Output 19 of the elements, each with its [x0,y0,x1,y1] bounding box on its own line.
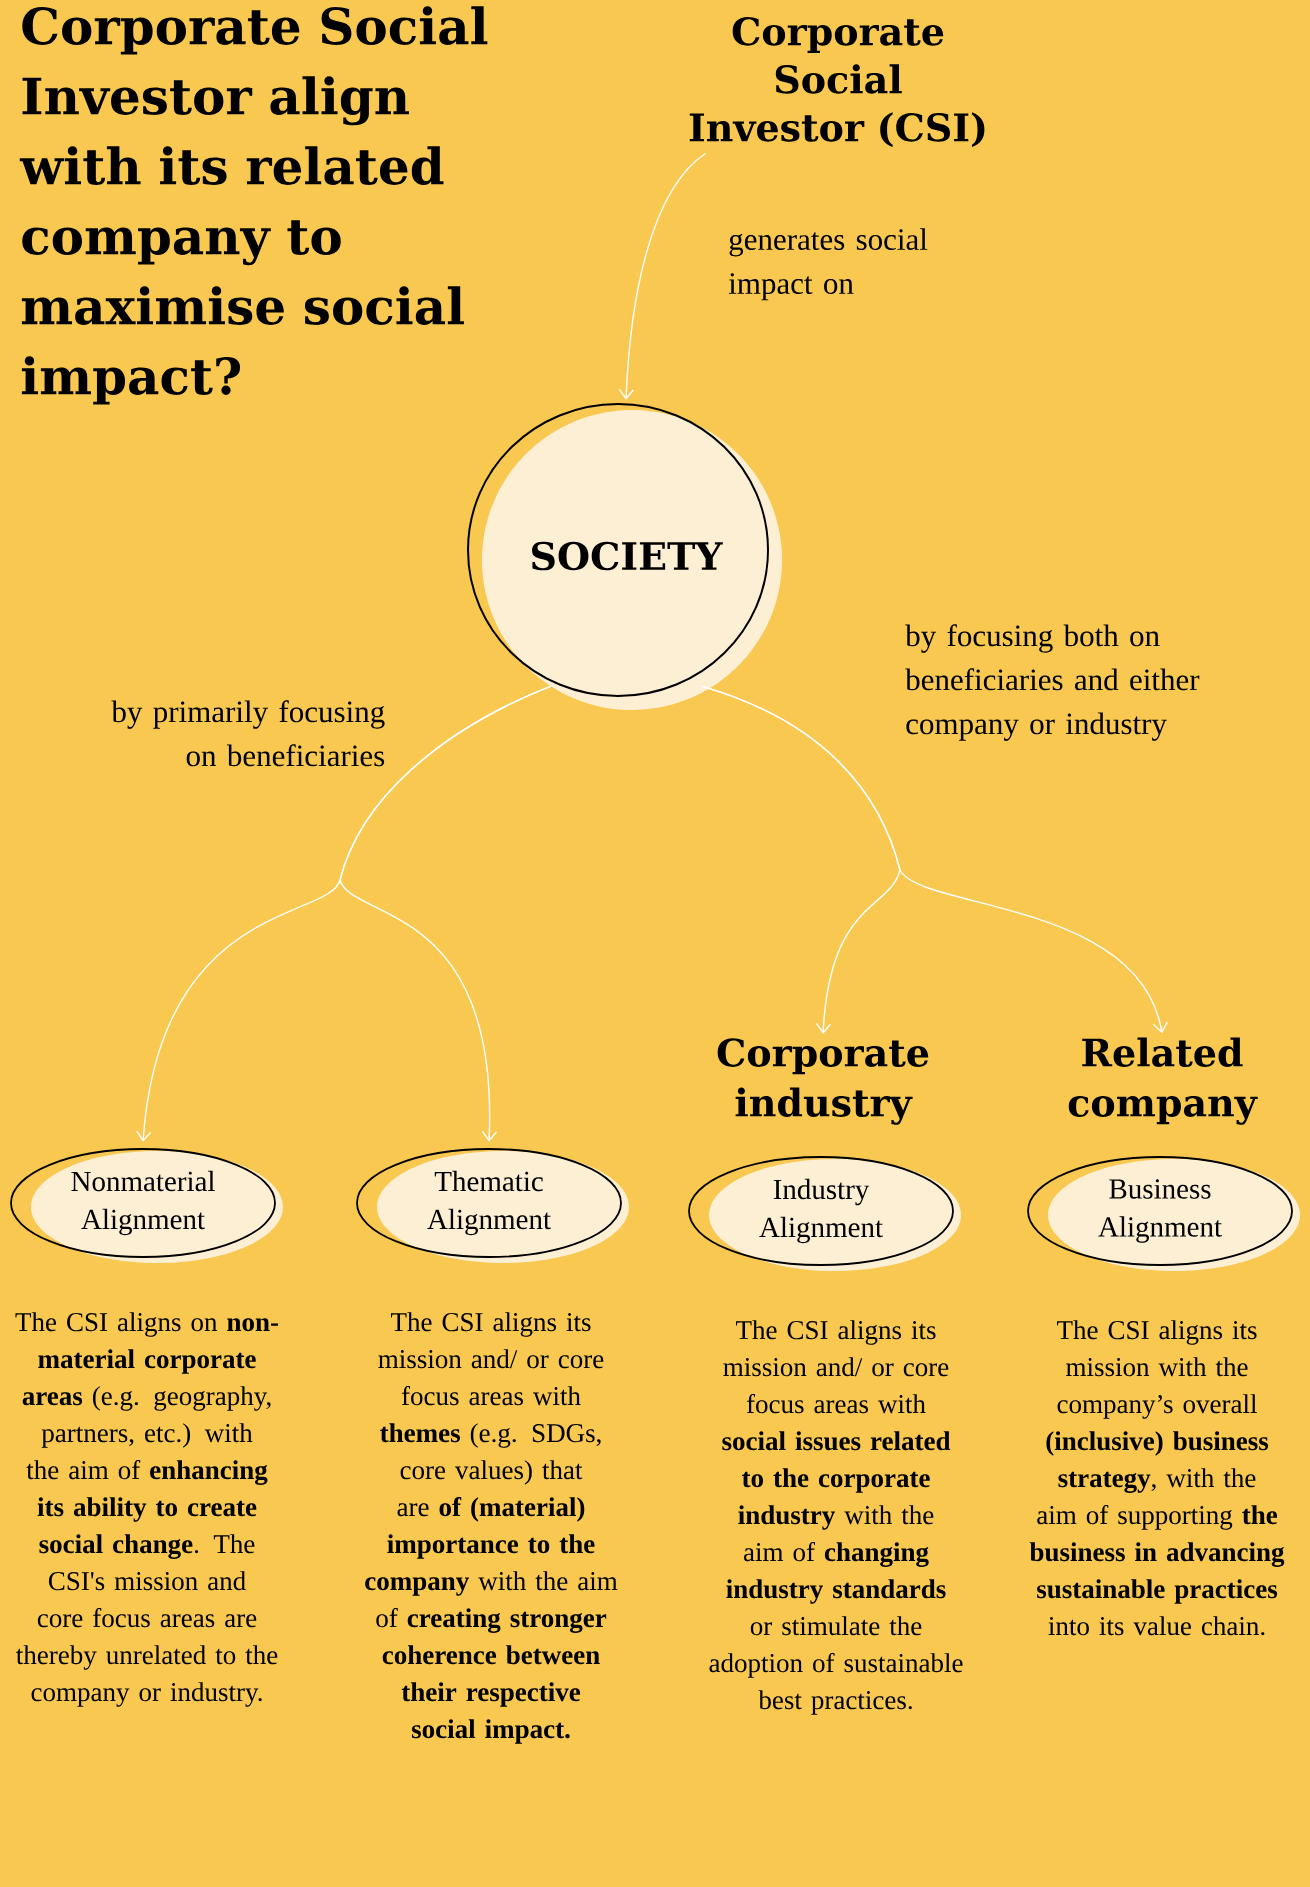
description-text: The CSI aligns its mission and/ or core focus areas with themes (e.g. SDGs, core values) that are of (material) importance to the company with the aim of creating stronger coherence between their respective social impact. [365,1312,618,1744]
node-label: Related company [1068,1037,1258,1125]
edge-label: by focusing both on beneficiaries and either company or industry [905,624,1200,741]
ellipse-node: Corporate industry Industry Alignment [688,1038,961,1271]
description-text: The CSI aligns on non-material corporate areas (e.g. geography, partners, etc.) with the aim of enhancing its ability to create social change. The CSI's mission and core focus areas are thereby unrelated to the company or industry. [15,1312,278,1707]
ellipse-node: Nonmaterial Alignment [10,1148,283,1263]
description-text: The CSI aligns its mission and/ or core focus areas with social issues related to the corporate industry with the aim of changing industry standards or stimulate the adoption of sustainable best practices. [709,1320,963,1715]
arrow [618,152,707,400]
ellipse-node: Thematic Alignment [356,1148,629,1263]
arrow [700,685,1168,1034]
edge-label: generates social impact on [728,228,928,301]
ellipse-node: Related company Business Alignment [1027,1037,1300,1271]
node-label: Corporate industry [717,1038,929,1125]
circle-node: SOCIETY [467,403,782,710]
title: Corporate Social Investor align with its related company to maximise social impact? [19,6,488,405]
heading-text: Corporate Social Investor (CSI) [689,16,985,148]
edge-label: by primarily focusing on beneficiaries [111,700,385,767]
description-text: The CSI aligns its mission with the company’s overall (inclusive) business strategy, with the aim of supporting the business in advancing sustainable practices into its value chain. [1029,1320,1285,1636]
arrow [339,685,552,1142]
